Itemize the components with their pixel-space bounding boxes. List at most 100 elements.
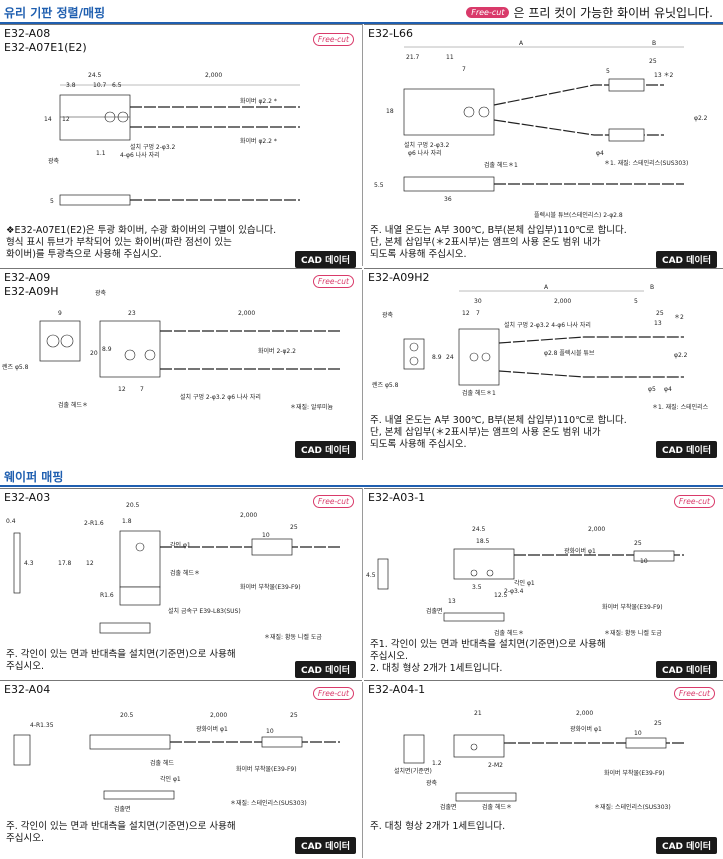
- dimension-label: 7: [476, 310, 480, 317]
- dimension-label: 광축: [382, 311, 394, 319]
- drawing-e32-a09h2: A B 30 12 7 2,000 5 25 13 ＊2 광축 렌즈 φ5.8 …: [372, 284, 709, 411]
- fiber-attachment: [251, 538, 293, 556]
- panel-e32-a09: E32-A09 E32-A09H Free-cut 광축 9 렌즈 φ5.8 2…: [0, 268, 362, 462]
- dimension-label: 20: [90, 350, 98, 357]
- dimension-label: 12: [62, 116, 70, 123]
- dimension-label: 12.5: [494, 592, 508, 599]
- dimension-label: 각인 φ1: [170, 542, 191, 549]
- dimension-label: φ4: [664, 386, 672, 393]
- dimension-label: 20.5: [126, 502, 140, 509]
- dimension-label: 광축: [426, 779, 438, 787]
- cad-data-button[interactable]: CAD 데이터: [294, 441, 356, 458]
- section-title-glass: 유리 기판 정렬/매핑: [4, 6, 106, 20]
- dimension-label: 23: [128, 310, 136, 317]
- dimension-label: 2,000: [240, 512, 257, 519]
- mount-hole: [481, 352, 491, 362]
- product-name: E32-L66: [368, 27, 414, 40]
- dimension-label: 24.5: [88, 72, 102, 79]
- product-note: 주. 내열 온도는 A부 300℃, B부(본체 삽입부)110℃로 합니다. …: [370, 415, 627, 450]
- panel-e32-a04-1: E32-A04-1 Free-cut 설치면(기준면) 21 2,000 25 …: [364, 680, 723, 858]
- side-view-block: [59, 194, 131, 206]
- dimension-label: 13 ＊2: [654, 72, 674, 79]
- dimension-label: ＊2: [674, 314, 684, 321]
- dimension-label: 12: [86, 560, 94, 567]
- head-block: [99, 320, 161, 378]
- dimension-label: 25: [656, 310, 664, 317]
- dimension-label: 10.7: [93, 82, 107, 89]
- cad-data-button[interactable]: CAD 데이터: [655, 837, 717, 854]
- dimension-label: 화이버 φ2.2 *: [240, 97, 277, 105]
- front-view: [39, 320, 81, 362]
- product-note: 주. 각인이 있는 면과 반대측을 설치면(기준면)으로 사용해 주십시오.: [6, 821, 236, 844]
- dimension-label: φ2.2: [694, 115, 708, 122]
- dimension-label: 24.5: [472, 526, 486, 533]
- product-note: 주1. 각인이 있는 면과 반대측을 설치면(기준면)으로 사용해 주십시오. …: [370, 639, 606, 674]
- product-note: 주. 내열 온도는 A부 300℃, B부(본체 삽입부)110℃로 합니다. …: [370, 225, 627, 260]
- dimension-label: B: [652, 40, 656, 47]
- cad-data-button[interactable]: CAD 데이터: [655, 661, 717, 678]
- drawing-e32-a08: 24.5 10.7 6.5 3.8 2,000 14 12 1.1 화이버 φ2…: [44, 72, 300, 206]
- fiber-attachment: [261, 736, 303, 748]
- product-name: E32-A03-1: [368, 491, 426, 504]
- dimension-label: 화이버 부착물(E39-F9): [236, 765, 297, 773]
- dimension-label: ＊재질: 스테인리스(SUS303): [594, 803, 671, 811]
- head-block: [458, 328, 500, 386]
- dimension-label: φ4: [596, 150, 604, 157]
- dimension-label: 광화이버 φ1: [196, 725, 228, 733]
- dimension-label: 3.5: [472, 584, 482, 591]
- section-title-wafer: 웨이퍼 매핑: [4, 470, 64, 484]
- cad-data-button[interactable]: CAD 데이터: [294, 251, 356, 268]
- head-block: [403, 88, 495, 136]
- dimension-label: φ6 나사 자리: [408, 149, 442, 157]
- dimension-label: 36: [444, 196, 452, 203]
- dimension-label: 5.5: [374, 182, 384, 189]
- dimension-label: 검출 헤드: [150, 759, 174, 767]
- dimension-label: ＊재질: 황동 니켈 도금: [264, 633, 322, 641]
- dimension-label: 검출면: [114, 805, 131, 813]
- product-name: E32-A08: [4, 27, 51, 40]
- cad-data-button[interactable]: CAD 데이터: [294, 837, 356, 854]
- free-cut-badge: Free-cut: [312, 275, 354, 288]
- dimension-label: ＊재질: 알루미늄: [290, 403, 334, 411]
- dimension-label: 8.9: [432, 354, 442, 361]
- free-cut-badge: Free-cut: [312, 687, 354, 700]
- side-view: [13, 734, 31, 766]
- dimension-label: 렌즈 φ5.8: [372, 381, 399, 389]
- dimension-label: 9: [58, 310, 62, 317]
- mount-hole: [144, 349, 156, 361]
- drawing-e32-a09: 광축 9 렌즈 φ5.8 23 2,000 20 8.9 12 7 화이버 2-…: [2, 289, 340, 411]
- dimension-label: 2-R1.6: [84, 520, 104, 527]
- fiber-line: [498, 336, 684, 344]
- panel-e32-l66: E32-L66 A B 21.7 11 7 18 5 25 13 ＊2 φ2.2…: [364, 24, 723, 268]
- dimension-label: 설치 구멍 2-φ3.2: [404, 141, 450, 149]
- dimension-label: 30: [474, 298, 482, 305]
- dimension-label: 화이버 φ2.2 *: [240, 137, 277, 145]
- product-note: 주. 각인이 있는 면과 반대측을 설치면(기준면)으로 사용해 주십시오.: [6, 649, 236, 672]
- dimension-label: 설치 구멍 2-φ3.2: [130, 143, 176, 151]
- section-divider: [0, 485, 723, 487]
- panel-e32-a09h2: E32-A09H2 A B 30 12 7 2,000 5 25 13 ＊2 광…: [364, 268, 723, 462]
- fiber-attachment: [625, 737, 667, 749]
- cad-data-button[interactable]: CAD 데이터: [655, 441, 717, 458]
- drawing-e32-a04-1: 설치면(기준면) 21 2,000 25 10 1.2 2-M2 광화이버 φ1…: [394, 710, 684, 811]
- section-divider: [0, 22, 723, 24]
- dimension-label: 화이버 부착물(E39-F9): [240, 583, 301, 591]
- cad-data-button[interactable]: CAD 데이터: [655, 251, 717, 268]
- mount-hole: [104, 111, 116, 123]
- dimension-label: 플렉시블 튜브(스테인리스) 2-φ2.8: [534, 211, 623, 219]
- product-name: E32-A04: [4, 683, 51, 696]
- dimension-label: 18.5: [476, 538, 490, 545]
- dimension-label: 2-φ3.4: [504, 588, 524, 595]
- dimension-label: 각인 φ1: [160, 776, 181, 783]
- dimension-label: 7: [462, 66, 466, 73]
- dimension-label: 21.7: [406, 54, 420, 61]
- product-note: 주. 대칭 형상 2개가 1세트입니다.: [370, 821, 506, 832]
- product-name: E32-A03: [4, 491, 51, 504]
- panel-e32-a04: E32-A04 Free-cut 4-R1.35 20.5 2,000 25 1…: [0, 680, 362, 858]
- mount-hole: [469, 352, 479, 362]
- dimension-label: 1.8: [122, 518, 132, 525]
- dimension-label: 6.5: [112, 82, 122, 89]
- dimension-label: 화이버 부착물(E39-F9): [604, 769, 665, 777]
- dimension-label: ＊1. 재질: 스테인리스: [652, 403, 709, 411]
- cad-data-button[interactable]: CAD 데이터: [294, 661, 356, 678]
